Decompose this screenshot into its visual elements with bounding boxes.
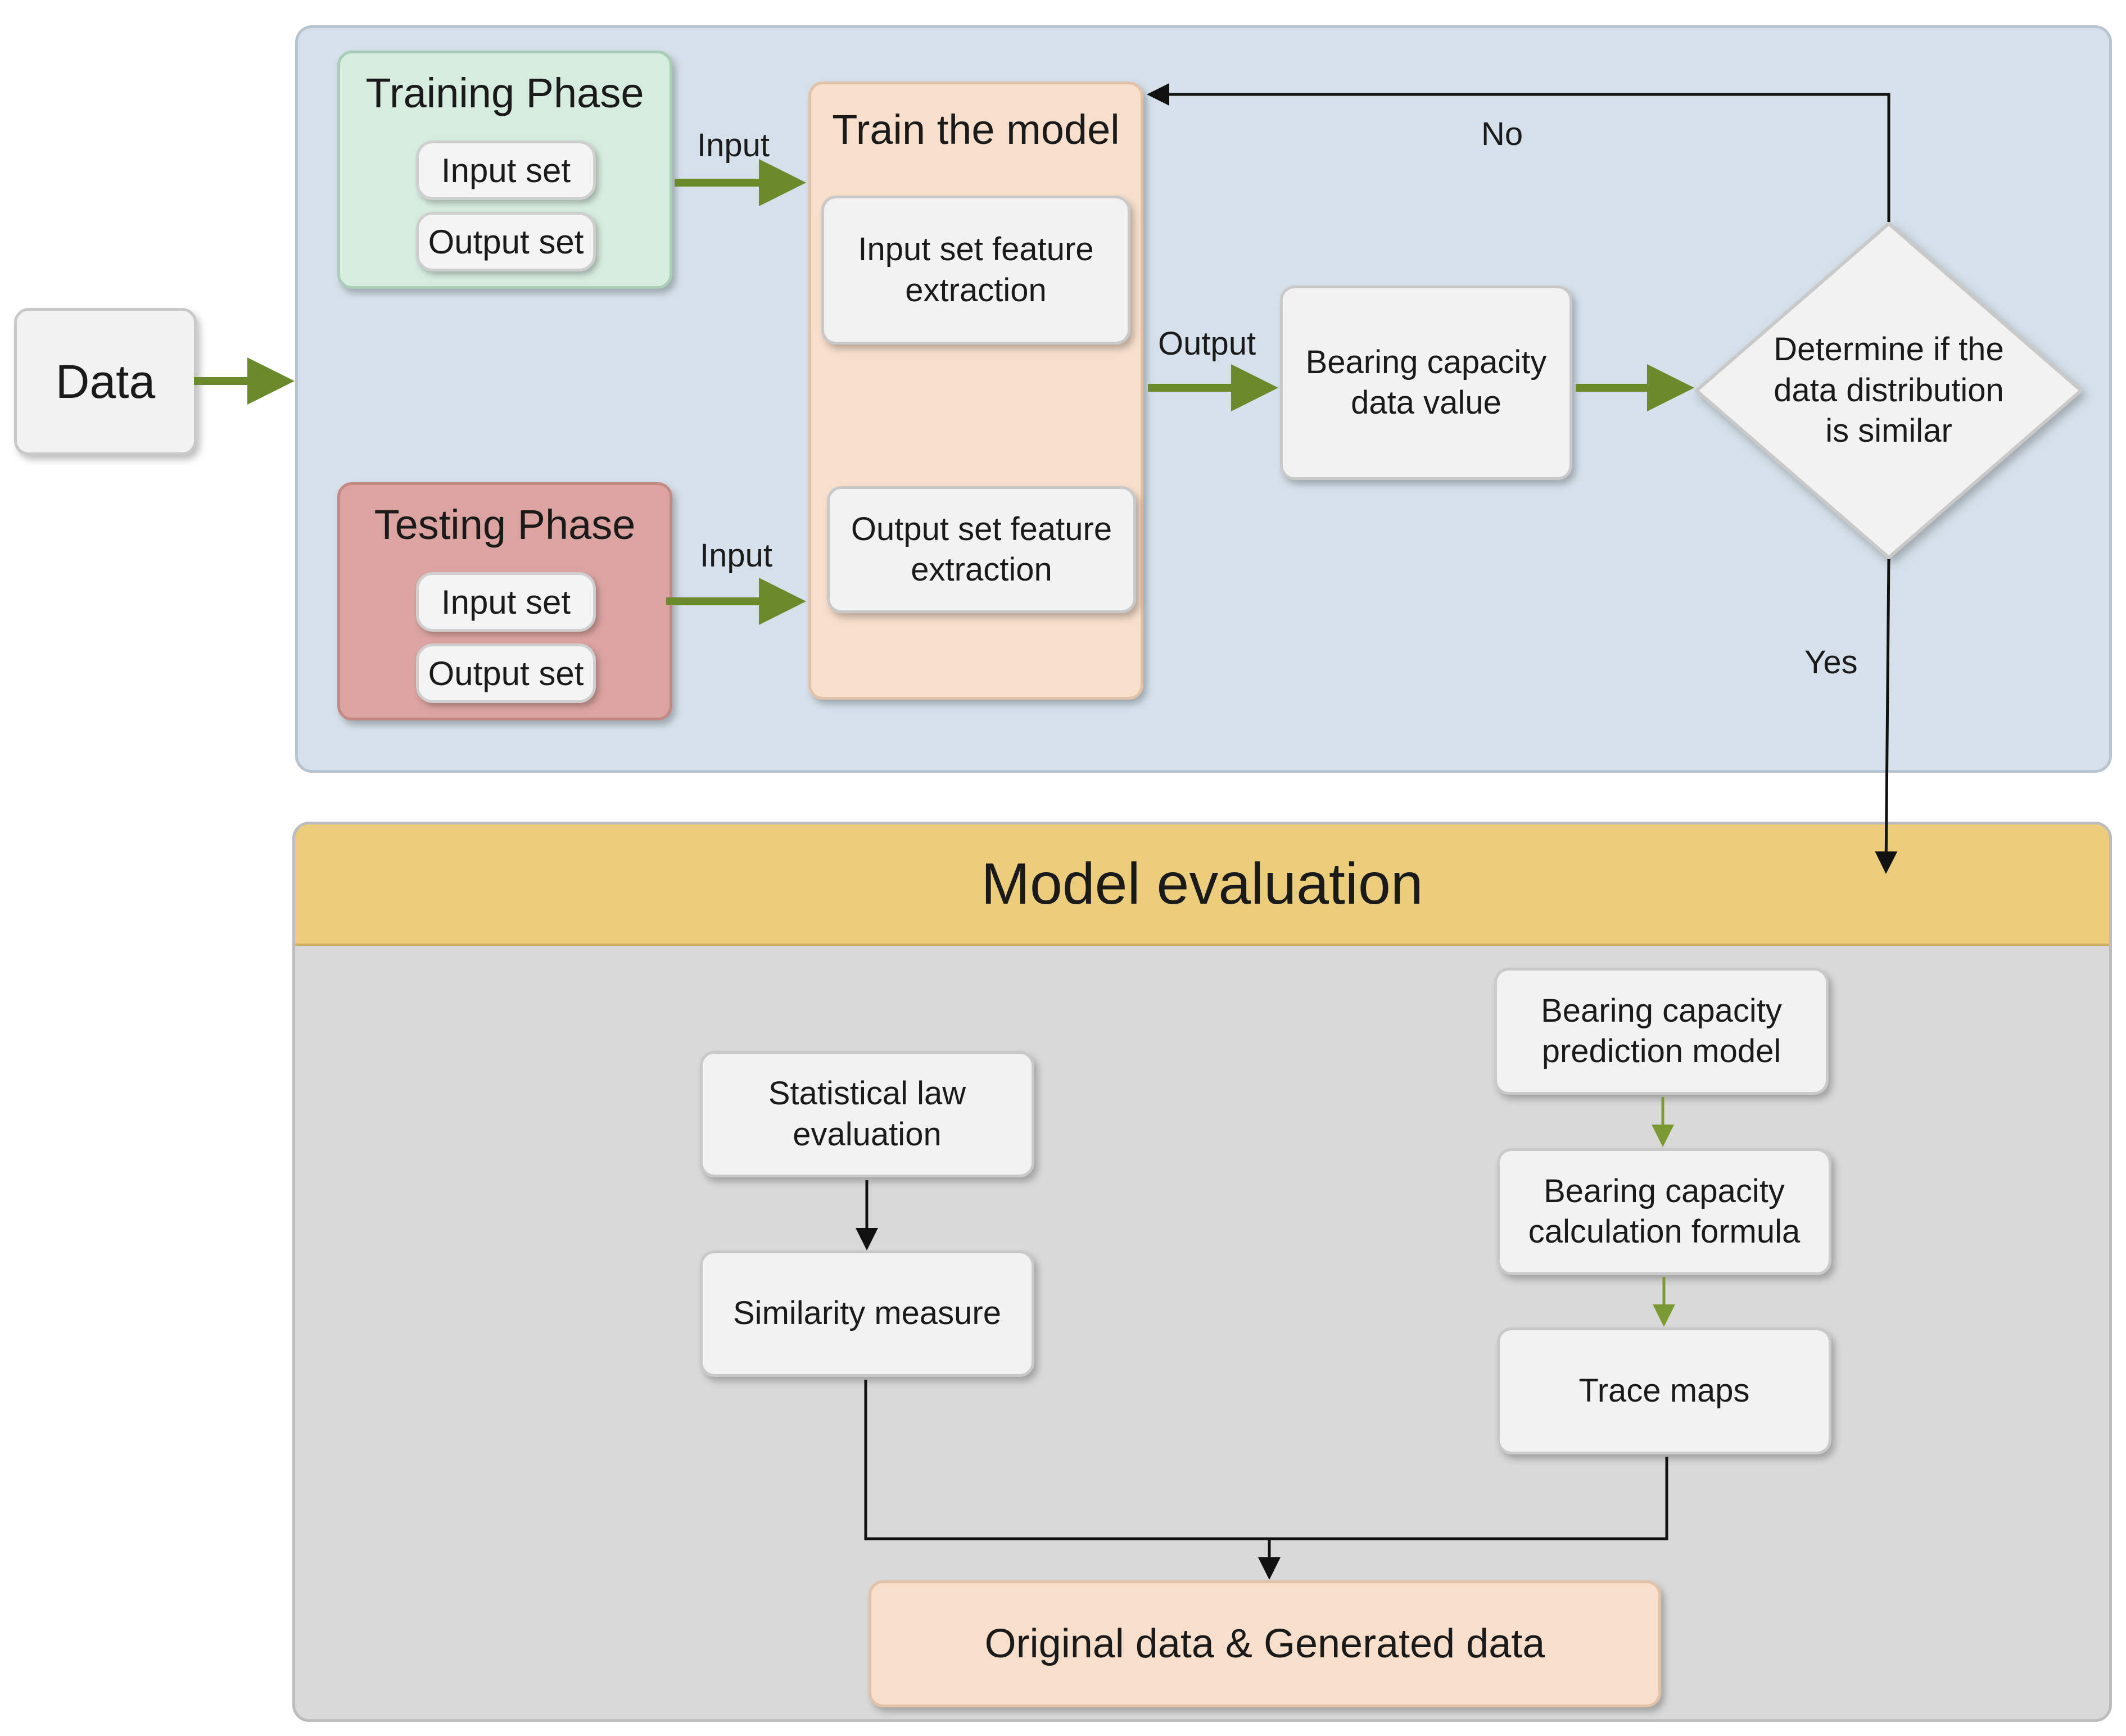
edge-label-input-bottom: Input	[700, 537, 772, 574]
original-and-generated-data: Original data & Generated data	[869, 1580, 1661, 1707]
similarity-measure: Similarity measure	[700, 1250, 1034, 1377]
train-model-box: Train the model Input set feature extrac…	[808, 81, 1143, 700]
bearing-capacity-value-node: Bearing capacity data value	[1280, 285, 1572, 480]
evaluation-title: Model evaluation	[981, 851, 1423, 917]
training-phase-title: Training Phase	[365, 70, 644, 116]
bearing-capacity-calculation-formula: Bearing capacity calculation formula	[1497, 1148, 1831, 1275]
decision-diamond	[1694, 221, 2084, 560]
testing-output-set: Output set	[416, 643, 596, 703]
edge-label-input-top: Input	[697, 127, 770, 164]
input-feature-extraction: Input set feature extraction	[821, 196, 1130, 345]
evaluation-header: Model evaluation	[295, 824, 2109, 946]
testing-phase-box: Testing Phase Input set Output set	[337, 482, 672, 720]
testing-phase-title: Testing Phase	[374, 501, 636, 548]
edge-label-yes: Yes	[1804, 644, 1858, 681]
training-phase-box: Training Phase Input set Output set	[337, 51, 672, 289]
trace-maps: Trace maps	[1497, 1327, 1831, 1454]
testing-input-set: Input set	[416, 572, 596, 632]
train-model-title: Train the model	[832, 106, 1120, 153]
bearing-capacity-prediction-model: Bearing capacity prediction model	[1494, 968, 1829, 1095]
statistical-law-evaluation: Statistical law evaluation	[700, 1051, 1034, 1177]
data-node: Data	[14, 308, 197, 455]
training-input-set: Input set	[416, 140, 596, 200]
decision-label: Determine if the data distribution is si…	[1774, 331, 2004, 450]
edge-label-no: No	[1481, 116, 1523, 152]
edge-label-output: Output	[1158, 325, 1256, 362]
output-feature-extraction: Output set feature extraction	[827, 486, 1136, 613]
data-node-label: Data	[55, 355, 156, 408]
training-output-set: Output set	[416, 212, 596, 271]
